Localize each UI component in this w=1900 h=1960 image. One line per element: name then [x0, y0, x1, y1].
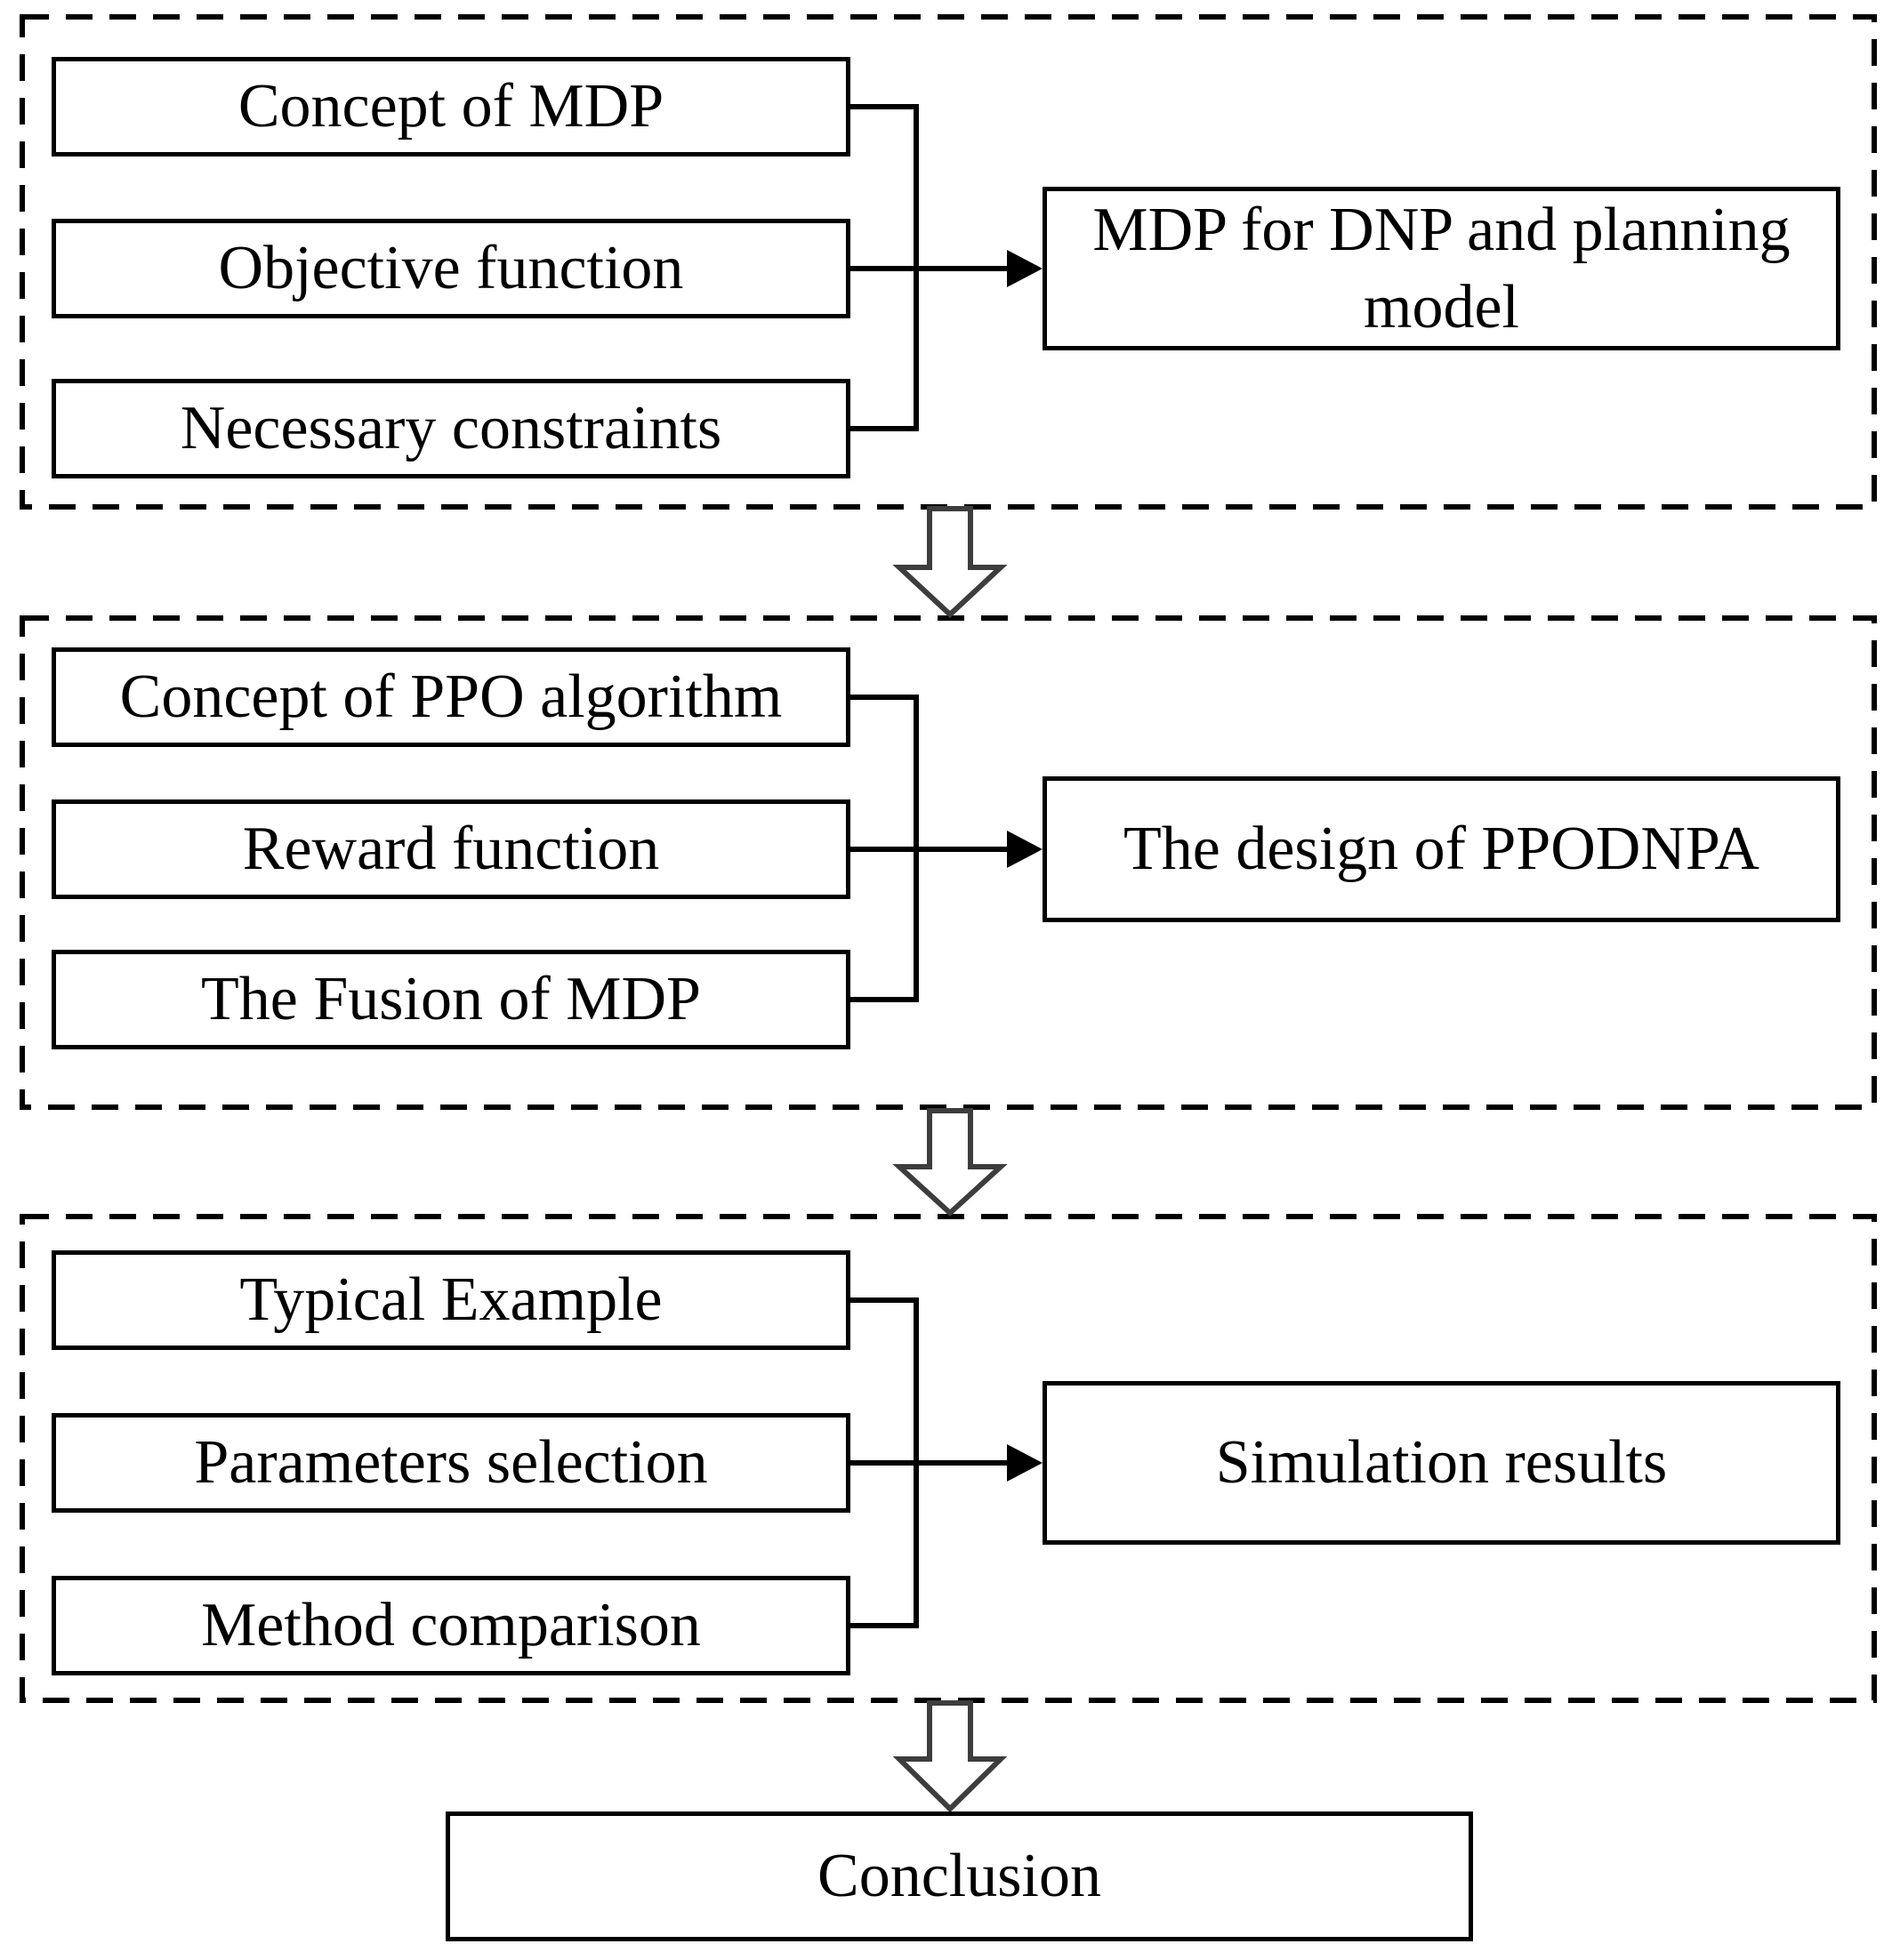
- node-reward-function: Reward function: [52, 799, 850, 899]
- node-label-line-1: MDP for DNP and planning: [1092, 195, 1791, 264]
- node-label-line-2: model: [1364, 273, 1519, 341]
- node-label: Necessary constraints: [180, 394, 722, 463]
- node-mdp-for-dnp-and-planning-model: MDP for DNP and planning model: [1043, 187, 1840, 350]
- node-label: Method comparison: [201, 1591, 701, 1660]
- node-label: Objective function: [218, 234, 684, 303]
- section-3-dashed-border: [20, 1214, 1877, 1703]
- node-the-design-of-ppodnpa: The design of PPODNPA: [1043, 776, 1840, 922]
- node-method-comparison: Method comparison: [52, 1576, 850, 1675]
- node-concept-of-ppo-algorithm: Concept of PPO algorithm: [52, 647, 850, 747]
- node-label: Concept of MDP: [238, 72, 664, 141]
- node-label: Parameters selection: [194, 1428, 708, 1498]
- down-block-arrow-icon-1: [892, 506, 1008, 619]
- node-conclusion: Conclusion: [446, 1811, 1473, 1941]
- node-necessary-constraints: Necessary constraints: [52, 379, 850, 478]
- node-the-fusion-of-mdp: The Fusion of MDP: [52, 950, 850, 1049]
- node-objective-function: Objective function: [52, 219, 850, 318]
- node-simulation-results: Simulation results: [1043, 1381, 1840, 1545]
- node-label: Conclusion: [817, 1842, 1101, 1911]
- section-2-dashed-border: [20, 615, 1877, 1110]
- node-label: Simulation results: [1215, 1428, 1668, 1498]
- down-block-arrow-icon-2: [892, 1108, 1008, 1217]
- node-label: Concept of PPO algorithm: [119, 663, 783, 732]
- node-label: Reward function: [242, 815, 660, 884]
- down-block-arrow-icon-3: [892, 1700, 1008, 1813]
- section-3-right-arrowhead-icon: [1007, 1444, 1043, 1482]
- node-concept-of-mdp: Concept of MDP: [52, 57, 850, 157]
- section-1-dashed-border: [20, 14, 1877, 510]
- node-label: The Fusion of MDP: [201, 965, 701, 1034]
- node-label: Typical Example: [239, 1265, 663, 1335]
- node-label: The design of PPODNPA: [1123, 815, 1759, 884]
- section-2-right-arrowhead-icon: [1007, 831, 1043, 868]
- section-1-right-arrowhead-icon: [1007, 250, 1043, 287]
- node-typical-example: Typical Example: [52, 1250, 850, 1350]
- node-parameters-selection: Parameters selection: [52, 1413, 850, 1513]
